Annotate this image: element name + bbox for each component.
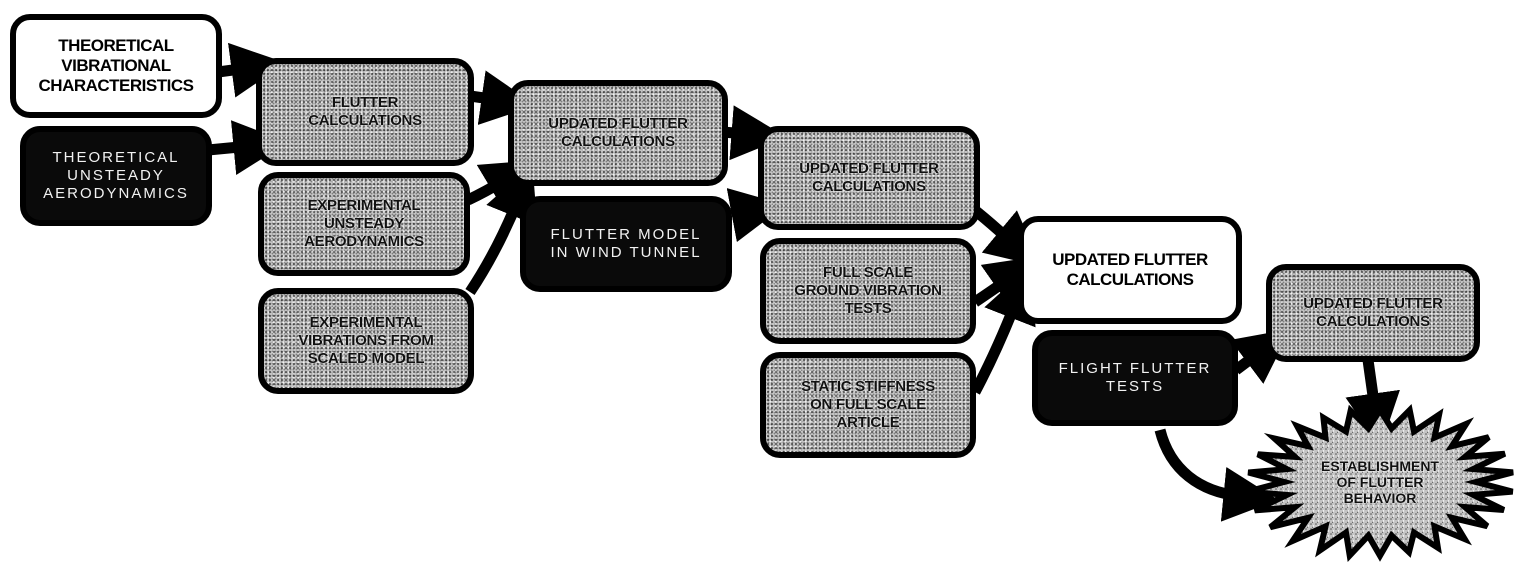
node-updated-flutter-2: UPDATED FLUTTER CALCULATIONS	[758, 126, 980, 230]
arrow-expvibration-to-updated1	[465, 164, 538, 296]
arrow-expunsteady-to-updated1	[465, 160, 539, 213]
node-updated-flutter-3: UPDATED FLUTTER CALCULATIONS	[1018, 216, 1242, 324]
arrow-updated4-to-establishment	[1345, 359, 1400, 449]
node-theoretical-unsteady: THEORETICAL UNSTEADY AERODYNAMICS	[20, 126, 212, 226]
node-experimental-unsteady-label: EXPERIMENTAL UNSTEADY AERODYNAMICS	[304, 197, 424, 250]
node-updated-flutter-4-label: UPDATED FLUTTER CALCULATIONS	[1303, 295, 1443, 330]
node-flutter-model-label: FLUTTER MODEL IN WIND TUNNEL	[550, 226, 702, 261]
node-full-scale-gvt-label: FULL SCALE GROUND VIBRATION TESTS	[794, 264, 942, 317]
node-updated-flutter-1-label: UPDATED FLUTTER CALCULATIONS	[548, 115, 688, 150]
node-updated-flutter-3-label: UPDATED FLUTTER CALCULATIONS	[1052, 249, 1208, 289]
node-flutter-calculations-label: FLUTTER CALCULATIONS	[308, 94, 422, 129]
node-flutter-calculations: FLUTTER CALCULATIONS	[256, 58, 474, 166]
starburst-shape	[1246, 403, 1514, 563]
arrow-flight-to-establishment	[1154, 428, 1279, 522]
node-updated-flutter-4: UPDATED FLUTTER CALCULATIONS	[1266, 264, 1480, 362]
node-experimental-vibrations: EXPERIMENTAL VIBRATIONS FROM SCALED MODE…	[258, 288, 474, 394]
arrow-flight-to-updated4	[1230, 328, 1291, 384]
node-static-stiffness: STATIC STIFFNESS ON FULL SCALE ARTICLE	[760, 352, 976, 458]
arrow-stiffness-to-updated3	[970, 266, 1036, 395]
establishment-starburst: ESTABLISHMENT OF FLUTTER BEHAVIOR	[1240, 398, 1520, 566]
node-experimental-unsteady: EXPERIMENTAL UNSTEADY AERODYNAMICS	[258, 172, 470, 276]
arrow-vibrational-to-flutter	[217, 42, 287, 98]
node-static-stiffness-label: STATIC STIFFNESS ON FULL SCALE ARTICLE	[801, 378, 935, 431]
node-theoretical-vibrational-label: THEORETICAL VIBRATIONAL CHARACTERISTICS	[38, 35, 194, 96]
node-flutter-model: FLUTTER MODEL IN WIND TUNNEL	[520, 196, 732, 292]
establishment-label: ESTABLISHMENT OF FLUTTER BEHAVIOR	[1321, 457, 1439, 507]
node-updated-flutter-1: UPDATED FLUTTER CALCULATIONS	[508, 80, 728, 186]
arrow-gvt-to-updated3	[971, 255, 1042, 310]
node-theoretical-vibrational: THEORETICAL VIBRATIONAL CHARACTERISTICS	[10, 14, 222, 118]
node-full-scale-gvt: FULL SCALE GROUND VIBRATION TESTS	[760, 238, 976, 344]
node-flight-flutter-tests: FLIGHT FLUTTER TESTS	[1032, 330, 1238, 426]
node-experimental-vibrations-label: EXPERIMENTAL VIBRATIONS FROM SCALED MODE…	[298, 314, 434, 367]
arrow-flutter-to-updated1	[469, 70, 537, 125]
node-flight-flutter-tests-label: FLIGHT FLUTTER TESTS	[1058, 360, 1212, 395]
arrow-flutter-model-to-updated2	[726, 188, 786, 243]
arrow-unsteady-to-flutter	[207, 120, 289, 175]
node-theoretical-unsteady-label: THEORETICAL UNSTEADY AERODYNAMICS	[43, 149, 189, 202]
node-updated-flutter-2-label: UPDATED FLUTTER CALCULATIONS	[799, 160, 939, 195]
